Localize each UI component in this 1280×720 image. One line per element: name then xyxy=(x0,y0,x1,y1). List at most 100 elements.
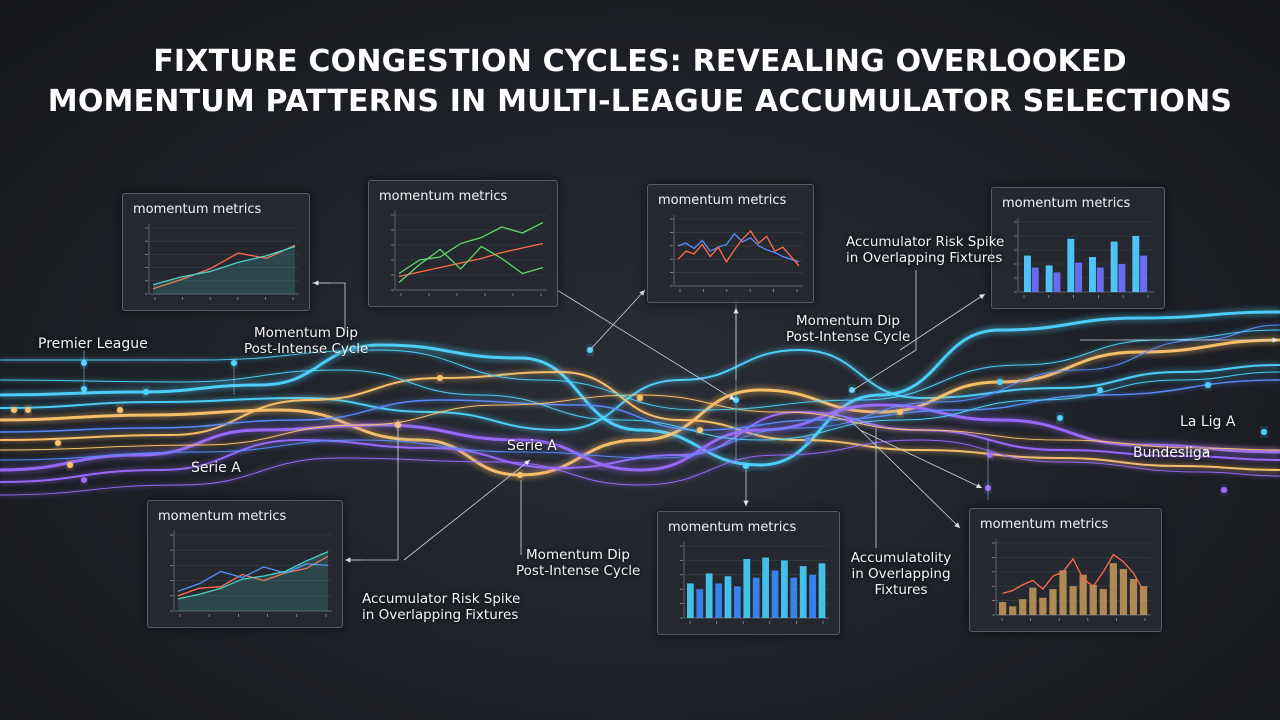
connector-poly-1 xyxy=(350,420,399,561)
stream-node-25 xyxy=(1261,429,1267,435)
series-area-2 xyxy=(178,551,328,611)
bar-7 xyxy=(1069,586,1077,615)
series-area-1 xyxy=(153,246,295,294)
bar-7 xyxy=(752,577,760,618)
bar-0 xyxy=(999,602,1007,615)
bar-11 xyxy=(1109,563,1117,615)
stream-line-9 xyxy=(0,439,1280,496)
stream-line-3 xyxy=(0,370,1280,471)
connector-arrowhead-4 xyxy=(639,290,645,296)
stream-node-23 xyxy=(1205,382,1211,388)
stream-node-8 xyxy=(67,462,73,468)
stream-line-1 xyxy=(0,348,1280,432)
bar-5 xyxy=(1049,589,1057,615)
bar-a-3 xyxy=(1089,257,1096,292)
bar-10 xyxy=(1099,589,1107,615)
series-line-0 xyxy=(398,242,544,278)
stream-node-22 xyxy=(1097,387,1103,393)
bar-b-3 xyxy=(1096,267,1104,292)
chart-panel-2: momentum metrics xyxy=(368,180,558,307)
connector-arrowhead-3 xyxy=(729,394,735,400)
chart-panel-title: momentum metrics xyxy=(133,202,262,217)
series-line-1 xyxy=(398,221,544,275)
bar-8 xyxy=(1079,574,1087,615)
bar-a-5 xyxy=(1132,236,1140,292)
momentum-chart-6 xyxy=(680,542,829,624)
league-label-la-liga: La Lig A xyxy=(1180,414,1236,430)
bar-4 xyxy=(1039,597,1047,615)
bar-1 xyxy=(696,589,704,618)
overlay-line xyxy=(1002,553,1145,595)
stream-line-0 xyxy=(0,310,1280,467)
bar-4 xyxy=(724,576,732,618)
chart-panel-4: momentum metrics xyxy=(991,187,1165,309)
league-label-serie-a-center: Serie A xyxy=(507,438,557,454)
connector-poly-0 xyxy=(312,282,346,330)
chart-panel-title: momentum metrics xyxy=(158,509,287,524)
connector-line-7 xyxy=(899,293,986,351)
bar-6 xyxy=(743,558,751,618)
stream-node-29 xyxy=(805,437,811,443)
stream-line-8 xyxy=(0,394,1280,451)
stream-node-7 xyxy=(55,440,61,446)
bar-b-5 xyxy=(1140,255,1148,292)
bar-0 xyxy=(687,583,694,618)
stream-node-15 xyxy=(849,387,855,393)
connector-arrowhead-7 xyxy=(979,294,985,300)
connector-arrowhead-11 xyxy=(1272,337,1278,343)
connector-arrowhead-5 xyxy=(733,308,739,314)
stream-node-3 xyxy=(25,407,31,413)
connector-poly-3 xyxy=(849,270,917,393)
stream-node-28 xyxy=(697,427,703,433)
stream-line-5 xyxy=(0,410,1280,483)
league-label-bundesliga: Bundesliga xyxy=(1133,445,1211,461)
annotation-accumulatality: Accumulatolity in Overlapping Fixtures xyxy=(850,550,952,598)
stream-node-27 xyxy=(637,395,643,401)
connector-arrowhead-10 xyxy=(1204,449,1210,455)
connector-arrowhead-2 xyxy=(524,460,530,466)
connector-line-9 xyxy=(859,429,983,489)
stream-line-2 xyxy=(0,338,1280,477)
page-title: FIXTURE CONGESTION CYCLES: REVEALING OVE… xyxy=(0,42,1280,122)
series-line-2 xyxy=(398,245,544,283)
stream-node-2 xyxy=(11,407,17,413)
bar-b-1 xyxy=(1053,272,1061,292)
bar-2 xyxy=(705,573,713,618)
chart-panel-title: momentum metrics xyxy=(379,189,508,204)
bar-12 xyxy=(1119,568,1128,615)
bar-6 xyxy=(1059,570,1067,615)
chart-panel-5: momentum metrics xyxy=(147,500,343,628)
connector-arrowhead-9 xyxy=(976,483,982,489)
series-line-1 xyxy=(152,245,296,286)
stream-node-11 xyxy=(517,472,523,478)
bar-8 xyxy=(762,557,769,618)
bar-11 xyxy=(790,577,798,618)
stream-line-7 xyxy=(0,369,1280,441)
league-label-premier-league: Premier League xyxy=(38,336,148,352)
stream-node-21 xyxy=(1057,415,1063,421)
bar-a-2 xyxy=(1067,238,1075,292)
stream-node-14 xyxy=(743,463,749,469)
annotation-momentum-dip-bottom: Momentum Dip Post-Intense Cycle xyxy=(516,547,641,579)
bar-3 xyxy=(1029,587,1037,615)
bar-3 xyxy=(715,583,722,618)
bar-a-0 xyxy=(1024,255,1031,292)
connector-line-3 xyxy=(556,289,736,401)
title-line-1: FIXTURE CONGESTION CYCLES: REVEALING OVE… xyxy=(153,44,1127,79)
series-line-1 xyxy=(177,563,329,592)
chart-panel-7: momentum metrics xyxy=(969,508,1162,632)
bar-b-2 xyxy=(1075,262,1083,292)
connector-line-2 xyxy=(403,459,531,561)
series-line-0 xyxy=(152,244,296,290)
series-line-1 xyxy=(677,230,800,267)
momentum-chart-5 xyxy=(170,531,332,617)
momentum-chart-2 xyxy=(391,211,547,296)
annotation-risk-spike-top: Accumulator Risk Spike in Overlapping Fi… xyxy=(846,234,1005,266)
chart-panel-3: momentum metrics xyxy=(647,184,814,303)
chart-panel-6: momentum metrics xyxy=(657,511,840,635)
momentum-chart-1 xyxy=(145,224,299,300)
stream-node-6 xyxy=(143,389,149,395)
chart-panel-title: momentum metrics xyxy=(980,517,1109,532)
connector-arrowhead-0 xyxy=(313,280,319,286)
stream-node-4 xyxy=(117,407,123,413)
